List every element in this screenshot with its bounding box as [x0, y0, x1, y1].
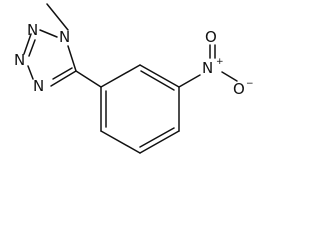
atom-labels: N N N N N + O O − — [14, 21, 254, 98]
bond-ar1 — [100, 64, 141, 88]
charge-minus: − — [246, 79, 254, 89]
atom-o-right: O — [233, 80, 245, 98]
bond-methyl — [46, 3, 69, 31]
bond-n4-n3 — [27, 65, 34, 80]
atom-n2: N — [27, 21, 38, 39]
bonds — [23, 3, 238, 154]
structure-canvas: N N N N N + O O − — [14, 3, 254, 154]
bond-n2-n1 — [39, 29, 58, 38]
bond-n1-c5 — [67, 45, 77, 72]
atom-o-top: O — [205, 28, 217, 46]
bond-n3-n2-inner — [28, 39, 36, 57]
atom-n-nitro: N — [202, 59, 213, 77]
atom-n4: N — [33, 77, 44, 95]
bond-c5-n4-inner — [52, 67, 73, 80]
atom-n3: N — [14, 51, 25, 69]
bond-c5-phenyl — [75, 70, 102, 88]
bond-ar2 — [139, 64, 180, 88]
bond-c5-n4 — [50, 70, 77, 87]
bond-ar2-inner — [140, 70, 175, 91]
structure-drawing: N N N N N + O O − — [14, 3, 254, 154]
charge-plus: + — [216, 57, 224, 67]
bond-n-o-right — [221, 71, 238, 82]
atom-n1: N — [59, 28, 70, 46]
bond-ar-nitro — [178, 74, 201, 88]
bond-ar4-inner — [139, 127, 175, 148]
bond-n3-n2 — [23, 33, 32, 55]
bond-ar5 — [100, 130, 141, 154]
bond-ar4 — [139, 130, 180, 154]
